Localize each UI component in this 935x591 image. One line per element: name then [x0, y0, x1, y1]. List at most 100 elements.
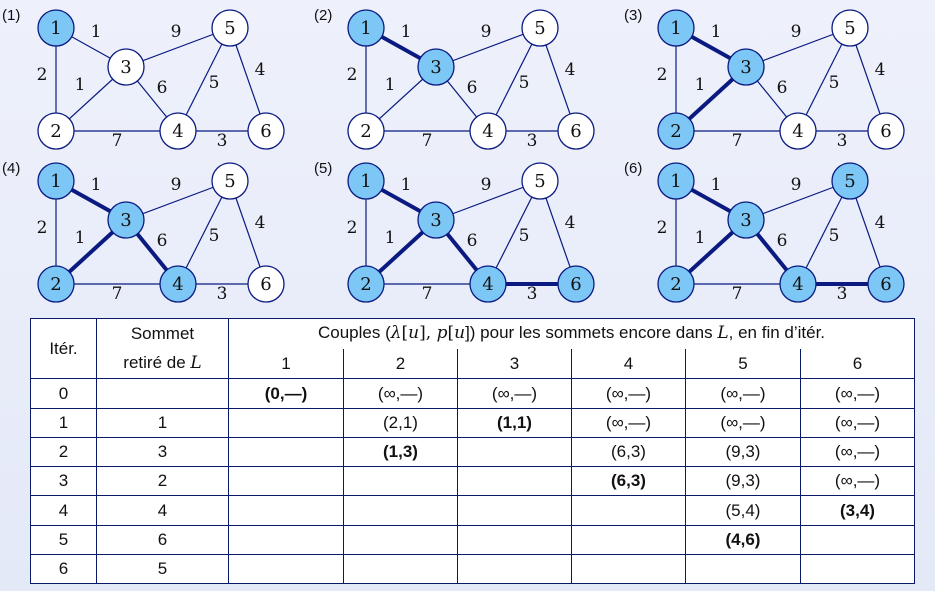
graph-node — [727, 201, 765, 239]
cell-couple — [457, 436, 572, 468]
graph-node — [211, 162, 249, 200]
cell-couple — [343, 524, 458, 555]
cell-couple — [799, 553, 916, 585]
header-vertex-col: 4 — [571, 348, 686, 380]
cell-removed: 6 — [96, 524, 229, 555]
cell-iter: 3 — [30, 466, 97, 497]
edge-weight: 9 — [171, 175, 182, 195]
edge-weight: 7 — [112, 131, 123, 151]
cell-removed: 3 — [96, 436, 229, 468]
panel-label: (1) — [2, 7, 20, 24]
node-label: 3 — [430, 210, 441, 231]
cell-couple: (9,3) — [685, 436, 801, 468]
graph-node — [521, 9, 559, 47]
node-label: 2 — [670, 121, 681, 142]
edge-weight: 1 — [401, 175, 412, 195]
graph-node — [159, 112, 197, 150]
node-label: 5 — [224, 171, 235, 192]
edge-weight: 9 — [171, 22, 182, 42]
header-sommet: Sommet — [96, 317, 229, 349]
edge-weight: 7 — [422, 284, 433, 304]
cell-couple — [571, 524, 686, 555]
graph-edge — [177, 180, 231, 285]
edge-weight: 1 — [91, 22, 102, 42]
edge-weight: 5 — [829, 73, 840, 93]
cell-couple: (5,4) — [685, 495, 801, 526]
edge-weight: 9 — [481, 22, 492, 42]
edge-weight: 3 — [837, 284, 848, 304]
node-label: 6 — [260, 274, 271, 295]
node-label: 3 — [120, 210, 131, 231]
cell-iter: 1 — [30, 407, 97, 438]
edge-weight: 1 — [711, 175, 722, 195]
graph-node — [347, 265, 385, 303]
graph-node — [657, 265, 695, 303]
node-label: 5 — [534, 171, 545, 192]
cell-removed: 2 — [96, 466, 229, 497]
edge-weight: 5 — [519, 73, 530, 93]
node-label: 2 — [670, 274, 681, 295]
cell-couple: (∞,—) — [571, 378, 686, 409]
edge-weight: 1 — [91, 175, 102, 195]
edge-weight: 3 — [527, 284, 538, 304]
edge-weight: 4 — [565, 60, 576, 80]
node-label: 1 — [670, 18, 681, 39]
edge-weight: 3 — [217, 284, 228, 304]
node-label: 4 — [792, 121, 803, 142]
cell-couple: (1,3) — [343, 436, 458, 468]
cell-couple — [457, 495, 572, 526]
edge-weight: 2 — [37, 65, 48, 85]
graph-node — [831, 162, 869, 200]
node-label: 4 — [482, 274, 493, 295]
node-label: 6 — [880, 121, 891, 142]
graph-edge — [177, 27, 231, 132]
edge-weight: 4 — [875, 213, 886, 233]
cell-couple: (3,4) — [799, 495, 916, 526]
header-vertex-col: 6 — [799, 348, 916, 380]
cell-couple — [343, 495, 458, 526]
header-vertex-col: 1 — [228, 348, 344, 380]
node-label: 3 — [740, 57, 751, 78]
edge-weight: 7 — [732, 284, 743, 304]
edge-weight: 6 — [157, 78, 168, 98]
header-couples: Couples (λ[u], p[u]) pour les sommets en… — [227, 317, 916, 349]
cell-couple: (∞,—) — [685, 407, 801, 438]
graph-node — [211, 9, 249, 47]
edge-weight: 1 — [695, 228, 706, 248]
edge-weight: 3 — [837, 131, 848, 151]
node-label: 2 — [50, 274, 61, 295]
edge-weight: 1 — [75, 228, 86, 248]
iteration-table: Itér. Sommet Couples (λ[u], p[u]) pour l… — [30, 317, 916, 585]
edge-weight: 1 — [711, 22, 722, 42]
header-iter: Itér. — [30, 317, 97, 379]
panel-label: (3) — [624, 7, 642, 24]
node-label: 4 — [792, 274, 803, 295]
panel-label: (4) — [2, 160, 20, 177]
cell-couple: (2,1) — [343, 407, 458, 438]
edge-weight: 2 — [347, 218, 358, 238]
graph-edge — [487, 180, 541, 285]
cell-couple: (9,3) — [685, 466, 801, 497]
cell-couple — [571, 553, 686, 585]
cell-iter: 2 — [30, 436, 97, 468]
edge-weight: 2 — [37, 218, 48, 238]
graph-node — [159, 265, 197, 303]
node-label: 5 — [844, 171, 855, 192]
cell-couple — [457, 553, 572, 585]
node-label: 1 — [670, 171, 681, 192]
graph-node — [521, 162, 559, 200]
graph-node — [37, 9, 75, 47]
graph-node — [37, 162, 75, 200]
cell-couple — [457, 466, 572, 497]
edge-weight: 5 — [209, 226, 220, 246]
edge-weight: 6 — [467, 78, 478, 98]
graph-node — [107, 48, 145, 86]
graph-node — [37, 265, 75, 303]
graph-edge — [797, 180, 851, 285]
